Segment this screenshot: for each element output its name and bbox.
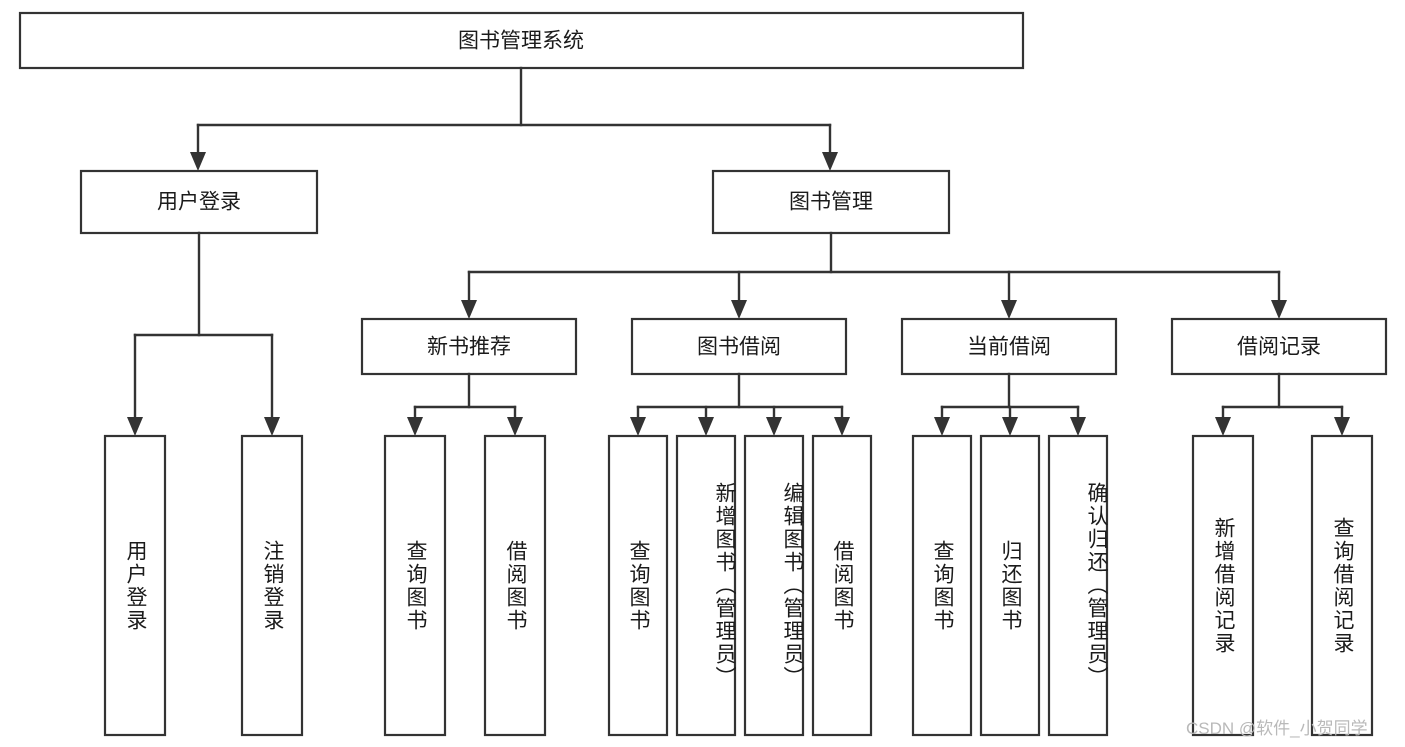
node-book-manage-rect[interactable] [711, 169, 951, 235]
node-user-login[interactable]: 用户登录 [79, 169, 319, 235]
node-root-rect[interactable] [18, 11, 1025, 70]
leaf-borrow-book-rect[interactable] [811, 434, 873, 737]
arrow-to-user-login [190, 152, 206, 171]
leaf-query-book-current-rect[interactable] [911, 434, 973, 737]
node-borrow-record-label: 借阅记录 [1237, 336, 1321, 359]
node-borrow-record[interactable]: 借阅记录 [1170, 317, 1388, 376]
node-root[interactable]: 图书管理系统 [18, 11, 1025, 70]
node-current-borrow-rect[interactable] [900, 317, 1118, 376]
connector-book-borrow-to-leaves [630, 372, 850, 436]
arrow-to-book-borrow [731, 300, 747, 319]
leaf-add-borrow-record-rect[interactable] [1191, 434, 1255, 737]
leaf-query-borrow-record-rect[interactable] [1310, 434, 1374, 737]
leaf-user-login-rect[interactable] [103, 434, 167, 737]
arrow-to-leaf-query-borrow-record [1334, 417, 1350, 436]
arrow-to-borrow-record [1271, 300, 1287, 319]
node-current-borrow-label: 当前借阅 [967, 336, 1051, 359]
arrow-to-leaf-return-book [1002, 417, 1018, 436]
node-book-manage-label: 图书管理 [789, 191, 873, 214]
node-book-manage[interactable]: 图书管理 [711, 169, 951, 235]
arrow-to-leaf-query-book-rec [407, 417, 423, 436]
connector-current-borrow-to-leaves [934, 372, 1086, 436]
node-current-borrow[interactable]: 当前借阅 [900, 317, 1118, 376]
arrow-to-new-book-rec [461, 300, 477, 319]
node-new-book-rec-label: 新书推荐 [427, 336, 511, 359]
arrow-to-leaf-query-book-current [934, 417, 950, 436]
node-new-book-rec[interactable]: 新书推荐 [360, 317, 578, 376]
arrow-to-leaf-user-logout [264, 417, 280, 436]
connector-user-login-to-leaves [127, 231, 280, 436]
arrow-to-leaf-confirm-return-admin [1070, 417, 1086, 436]
arrow-to-leaf-add-borrow-record [1215, 417, 1231, 436]
node-book-borrow[interactable]: 图书借阅 [630, 317, 848, 376]
arrow-to-leaf-add-book-admin [698, 417, 714, 436]
connector-book-manage-to-level3 [461, 231, 1287, 319]
leaf-confirm-return-admin-rect[interactable] [1047, 434, 1109, 737]
node-borrow-record-rect[interactable] [1170, 317, 1388, 376]
leaf-add-book-admin-rect[interactable] [675, 434, 737, 737]
leaf-return-book-rect[interactable] [979, 434, 1041, 737]
connector-root-to-level2 [190, 66, 838, 171]
node-book-borrow-label: 图书借阅 [697, 336, 781, 359]
node-book-borrow-rect[interactable] [630, 317, 848, 376]
leaf-borrow-book-rec-rect[interactable] [483, 434, 547, 737]
connector-borrow-record-to-leaves [1215, 372, 1350, 436]
arrow-to-leaf-borrow-book [834, 417, 850, 436]
node-root-label: 图书管理系统 [458, 30, 584, 53]
arrow-to-leaf-user-login [127, 417, 143, 436]
csdn-watermark: CSDN @软件_小贺同学 [1186, 719, 1368, 738]
leaf-boxes-group [103, 434, 1374, 737]
arrow-to-leaf-query-book-borrow [630, 417, 646, 436]
arrow-to-current-borrow [1001, 300, 1017, 319]
node-user-login-label: 用户登录 [157, 191, 241, 214]
arrow-to-book-manage [822, 152, 838, 171]
connector-new-book-rec-to-leaves [407, 372, 523, 436]
leaf-edit-book-admin-rect[interactable] [743, 434, 805, 737]
leaf-query-book-rec-rect[interactable] [383, 434, 447, 737]
leaf-user-logout-rect[interactable] [240, 434, 304, 737]
arrow-to-leaf-edit-book-admin [766, 417, 782, 436]
leaf-query-book-borrow-rect[interactable] [607, 434, 669, 737]
arrow-to-leaf-borrow-book-rec [507, 417, 523, 436]
node-new-book-rec-rect[interactable] [360, 317, 578, 376]
